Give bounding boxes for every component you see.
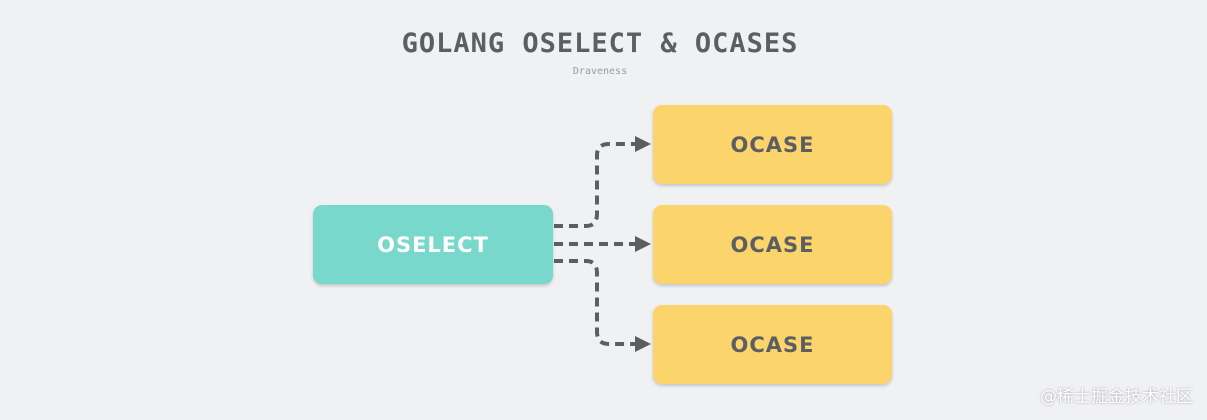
ocase-node-1: OCASE	[653, 105, 892, 184]
arrow-to-ocase-3	[554, 259, 651, 352]
oselect-node: OSELECT	[313, 205, 553, 284]
diagram-subtitle: Draveness	[572, 66, 628, 77]
ocase-node-3: OCASE	[653, 305, 892, 384]
arrow-to-ocase-1	[554, 136, 651, 228]
watermark: @稀土掘金技术社区	[1040, 387, 1193, 407]
ocase-node-2: OCASE	[653, 205, 892, 284]
diagram-title: GOLANG OSELECT & OCASES	[401, 28, 799, 59]
